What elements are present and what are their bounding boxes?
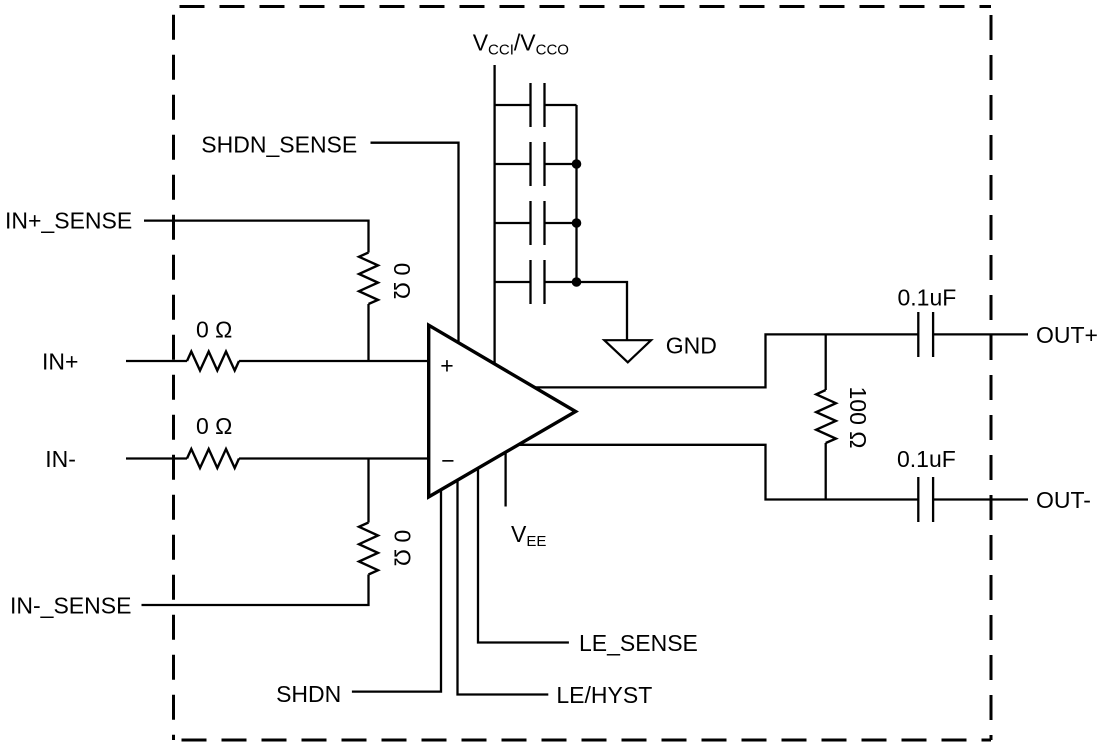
svg-text:0.1uF: 0.1uF xyxy=(898,285,957,311)
svg-text:LE/HYST: LE/HYST xyxy=(556,682,652,708)
svg-text:LE_SENSE: LE_SENSE xyxy=(579,630,698,656)
svg-text:100 Ω: 100 Ω xyxy=(845,387,871,449)
svg-text:0 Ω: 0 Ω xyxy=(196,413,232,439)
svg-text:IN+_SENSE: IN+_SENSE xyxy=(5,208,132,234)
svg-text:GND: GND xyxy=(666,332,717,358)
svg-text:0.1uF: 0.1uF xyxy=(897,446,956,472)
svg-text:0 Ω: 0 Ω xyxy=(196,317,232,343)
svg-text:OUT+: OUT+ xyxy=(1036,322,1098,348)
svg-text:IN-: IN- xyxy=(45,446,76,472)
svg-text:SHDN: SHDN xyxy=(276,681,341,707)
svg-text:+: + xyxy=(440,353,453,379)
svg-text:0 Ω: 0 Ω xyxy=(389,263,415,299)
svg-text:SHDN_SENSE: SHDN_SENSE xyxy=(201,132,357,158)
svg-text:IN+: IN+ xyxy=(42,348,78,374)
svg-text:0 Ω: 0 Ω xyxy=(389,530,415,566)
svg-text:−: − xyxy=(441,448,454,474)
svg-text:IN-_SENSE: IN-_SENSE xyxy=(10,592,131,618)
svg-text:OUT-: OUT- xyxy=(1036,487,1091,513)
